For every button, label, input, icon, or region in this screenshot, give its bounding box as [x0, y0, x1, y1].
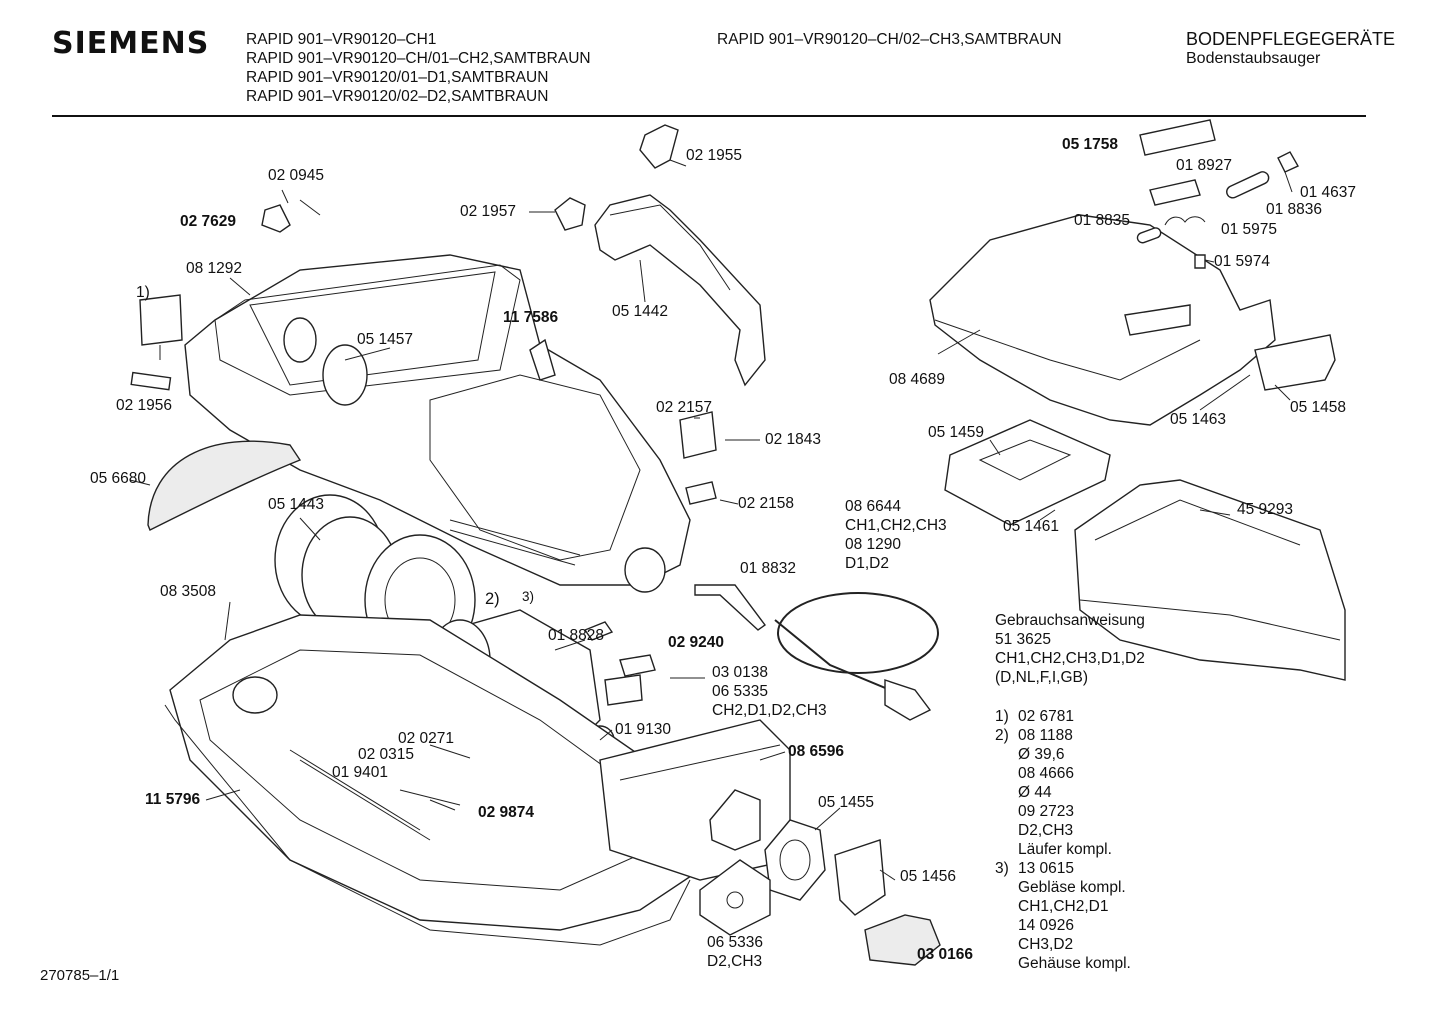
footnote-line: Läufer kompl.	[1018, 841, 1112, 858]
footnote-line: Ø 39,6	[1018, 746, 1065, 763]
footnote-line: 13 0615	[1018, 860, 1075, 877]
part-label: 02 1843	[765, 431, 822, 448]
model-line: RAPID 901–VR90120–CH1	[246, 31, 437, 48]
part-label: 01 9130	[615, 721, 672, 738]
part-label: 01 8927	[1176, 157, 1233, 174]
part-label: 11 5796	[145, 791, 201, 808]
footnote-line: 08 1188	[1018, 727, 1073, 744]
footnote-marker: 3)	[995, 860, 1009, 877]
part-label: 11 7586	[503, 309, 559, 326]
part-label: 02 9874	[478, 804, 535, 821]
part-label: 01 8835	[1074, 212, 1131, 229]
footnote-2: 2) 08 1188 Ø 39,6 08 4666 Ø 44 09 2723 D2…	[995, 726, 1131, 859]
part-label: 05 1459	[928, 424, 985, 441]
part-label: 01 8828	[548, 627, 605, 644]
foam-filter-shape	[864, 914, 941, 966]
part-label: 01 8832	[740, 560, 797, 577]
part-label: 08 4689	[889, 371, 946, 388]
part-label: 05 1463	[1170, 411, 1227, 428]
footnote-line: Gehäuse kompl.	[1018, 955, 1131, 972]
footnote-line: CH1,CH2,D1	[1018, 898, 1109, 915]
note-line: Gebrauchsanweisung	[995, 612, 1145, 629]
model-line: RAPID 901–VR90120/01–D1,SAMTBRAUN	[246, 69, 549, 86]
part-label: 3)	[522, 589, 535, 604]
footnote-line: Ø 44	[1018, 784, 1052, 801]
part-label: 01 5974	[1214, 253, 1271, 270]
footnote-marker: 2)	[995, 727, 1009, 744]
footnote-line: Gebläse kompl.	[1018, 879, 1126, 896]
part-label: 05 1455	[818, 794, 875, 811]
part-label: D2,CH3	[707, 953, 763, 970]
part-label: 03 0138	[712, 664, 769, 681]
footnote-line: D2,CH3	[1018, 822, 1074, 839]
part-label: 05 1461	[1003, 518, 1060, 535]
model-line: RAPID 901–VR90120–CH/01–CH2,SAMTBRAUN	[246, 50, 591, 67]
part-label: 05 1456	[900, 868, 957, 885]
model-line-center: RAPID 901–VR90120–CH/02–CH3,SAMTBRAUN	[717, 31, 1062, 48]
part-label: 05 1458	[1290, 399, 1347, 416]
model-list: RAPID 901–VR90120–CH1 RAPID 901–VR90120–…	[246, 30, 591, 106]
manual-note: Gebrauchsanweisung 51 3625 CH1,CH2,CH3,D…	[995, 611, 1145, 687]
part-label: 06 5335	[712, 683, 769, 700]
note-line: 08 6644	[845, 498, 902, 515]
part-label: 03 0166	[917, 946, 974, 963]
note-line: (D,NL,F,I,GB)	[995, 669, 1089, 686]
filter-felt-shape	[147, 440, 302, 531]
cord-note: 08 6644 CH1,CH2,CH3 08 1290 D1,D2	[845, 497, 947, 573]
document-id: 270785–1/1	[40, 967, 120, 984]
part-label: 02 1956	[116, 397, 173, 414]
part-label: 08 3508	[160, 583, 217, 600]
part-label: 45 9293	[1237, 501, 1294, 518]
category-title: BODENPFLEGEGERÄTE	[1186, 29, 1396, 49]
part-label: 01 4637	[1300, 184, 1357, 201]
part-label: 05 1442	[612, 303, 669, 320]
part-label: 01 5975	[1221, 221, 1278, 238]
part-label: 02 1955	[686, 147, 743, 164]
note-line: 51 3625	[995, 631, 1052, 648]
footnote-line: CH3,D2	[1018, 936, 1074, 953]
footnote-line: 14 0926	[1018, 917, 1075, 934]
footnote-line: 09 2723	[1018, 803, 1075, 820]
part-label: 08 6596	[788, 743, 845, 760]
category-subtitle: Bodenstaubsauger	[1186, 50, 1321, 67]
note-line: CH1,CH2,CH3	[845, 517, 947, 534]
part-label: 05 6680	[90, 470, 147, 487]
category-block: BODENPFLEGEGERÄTE Bodenstaubsauger	[1186, 30, 1395, 68]
note-line: D1,D2	[845, 555, 889, 572]
part-label: 02 0271	[398, 730, 455, 747]
part-label: 02 7629	[180, 213, 237, 230]
note-line: CH1,CH2,CH3,D1,D2	[995, 650, 1145, 667]
part-label: CH2,D1,D2,CH3	[712, 702, 827, 719]
part-label: 02 2158	[738, 495, 795, 512]
note-line: 08 1290	[845, 536, 902, 553]
footnote-line: 02 6781	[1018, 708, 1075, 725]
footnote-line: 08 4666	[1018, 765, 1075, 782]
part-label: 2)	[485, 590, 500, 608]
part-label: 06 5336	[707, 934, 764, 951]
footnotes: 1) 02 6781 2) 08 1188 Ø 39,6 08 4666 Ø 44 …	[995, 707, 1131, 973]
part-label: 08 1292	[186, 260, 243, 277]
part-label: 02 1957	[460, 203, 517, 220]
part-label: 02 0945	[268, 167, 325, 184]
part-label: 02 2157	[656, 399, 713, 416]
footnote-marker: 1)	[995, 708, 1009, 725]
dust-bag-shape	[1074, 479, 1346, 681]
part-label: 1)	[136, 284, 150, 301]
footnote-3: 3) 13 0615 Gebläse kompl. CH1,CH2,D1 14 0…	[995, 859, 1131, 973]
model-line: RAPID 901–VR90120/02–D2,SAMTBRAUN	[246, 88, 549, 105]
part-label: 05 1457	[357, 331, 414, 348]
part-label: 05 1443	[268, 496, 325, 513]
brand-logo: SIEMENS	[52, 26, 210, 61]
part-label: 01 8836	[1266, 201, 1323, 218]
footnote-1: 1) 02 6781	[995, 707, 1131, 726]
part-label: 02 0315	[358, 746, 415, 763]
header-divider	[52, 115, 1366, 117]
handle-shape	[594, 194, 766, 387]
part-label: 02 9240	[668, 634, 725, 651]
part-label: 05 1758	[1062, 136, 1119, 153]
part-label: 01 9401	[332, 764, 389, 781]
